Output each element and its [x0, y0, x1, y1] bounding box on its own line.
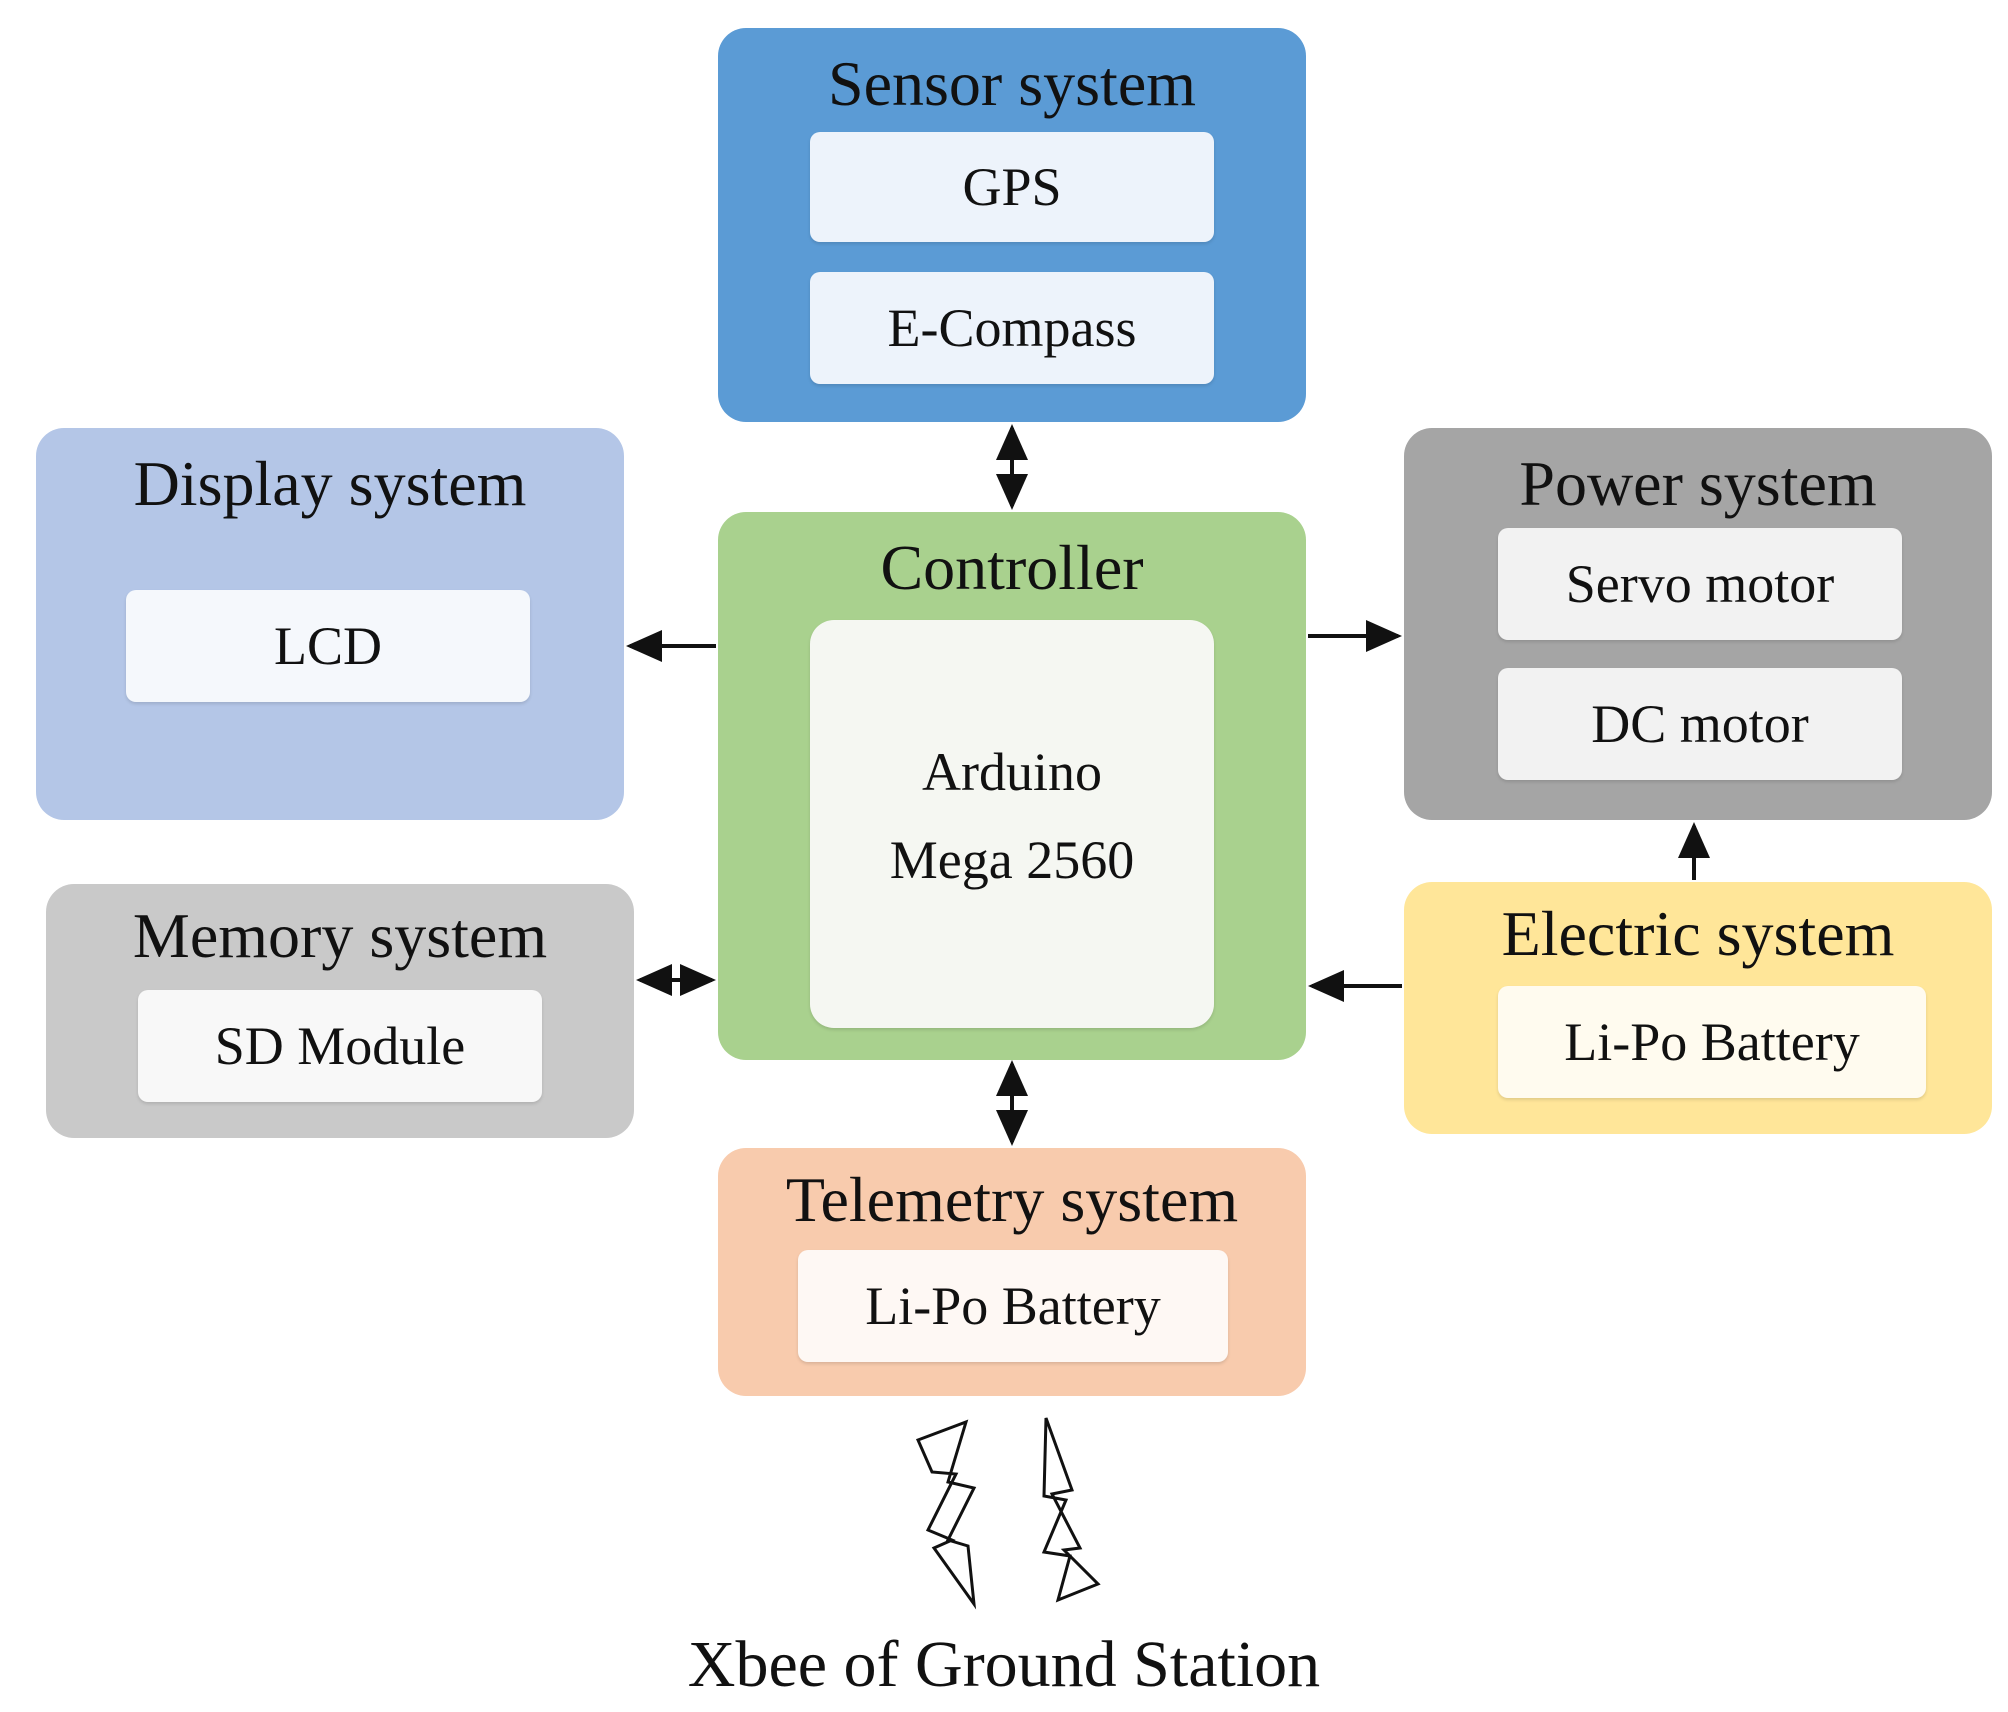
telemetry-li-po-battery-item: Li-Po Battery: [798, 1250, 1228, 1362]
display-system-block: Display system LCD: [36, 428, 624, 820]
lightning-bolt-icon: [1041, 1417, 1101, 1603]
electric-system-title: Electric system: [1501, 898, 1895, 969]
power-system-block: Power system Servo motor DC motor: [1404, 428, 1992, 820]
memory-system-block: Memory system SD Module: [46, 884, 634, 1138]
servo-motor-item: Servo motor: [1498, 528, 1902, 640]
e-compass-item: E-Compass: [810, 272, 1214, 384]
ground-station-label: Xbee of Ground Station: [687, 1628, 1321, 1701]
telemetry-system-block: Telemetry system Li-Po Battery: [718, 1148, 1306, 1396]
telemetry-system-title: Telemetry system: [785, 1164, 1239, 1235]
arduino-label: Arduino: [922, 742, 1102, 802]
display-system-title: Display system: [133, 448, 527, 519]
memory-system-title: Memory system: [132, 900, 548, 971]
dc-motor-item: DC motor: [1498, 668, 1902, 780]
mega-2560-label: Mega 2560: [889, 830, 1135, 890]
controller-block: Controller Arduino Mega 2560: [718, 512, 1306, 1060]
controller-title: Controller: [880, 532, 1144, 603]
power-system-title: Power system: [1519, 448, 1877, 519]
sensor-system-title: Sensor system: [828, 48, 1196, 119]
electric-li-po-battery-item: Li-Po Battery: [1498, 986, 1926, 1098]
arduino-mega-core: Arduino Mega 2560: [810, 620, 1214, 1028]
sensor-system-block: Sensor system GPS E-Compass: [718, 28, 1306, 422]
gps-item: GPS: [810, 132, 1214, 242]
lightning-bolt-icon: [915, 1419, 977, 1610]
lcd-item: LCD: [126, 590, 530, 702]
electric-system-block: Electric system Li-Po Battery: [1404, 882, 1992, 1134]
sd-module-item: SD Module: [138, 990, 542, 1102]
